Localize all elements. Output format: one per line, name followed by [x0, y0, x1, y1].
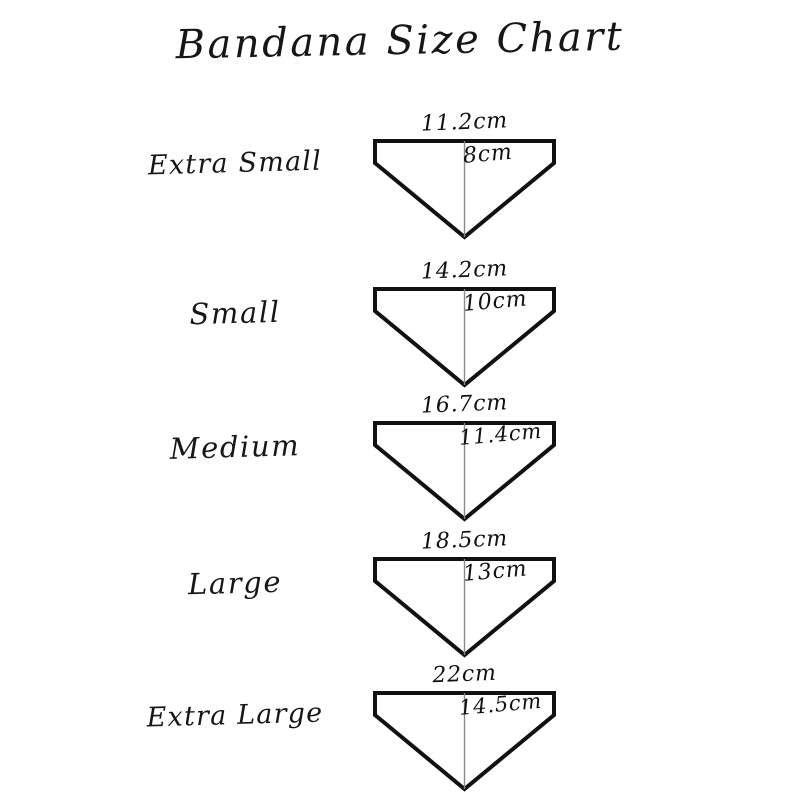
width-dimension-label: 11.2cm — [420, 108, 509, 137]
size-row-medium: Medium 16.7cm 11.4cm — [0, 382, 800, 522]
bandana-shape-icon — [372, 286, 557, 388]
bandana-diagram-medium: 16.7cm 11.4cm — [372, 390, 557, 522]
bandana-shape-icon — [372, 556, 557, 658]
size-label-medium: Medium — [169, 428, 301, 466]
bandana-shape-icon — [372, 690, 557, 792]
size-label-large: Large — [187, 564, 283, 602]
width-dimension-label: 22cm — [431, 660, 498, 689]
bandana-shape-icon — [372, 420, 557, 522]
width-dimension-label: 18.5cm — [420, 526, 509, 555]
height-dimension-label: 8cm — [462, 139, 514, 169]
size-row-large: Large 18.5cm 13cm — [0, 518, 800, 658]
bandana-diagram-extra-small: 11.2cm 8cm — [372, 108, 557, 240]
size-label-extra-small: Extra Small — [147, 145, 323, 182]
bandana-diagram-extra-large: 22cm 14.5cm — [372, 660, 557, 792]
size-row-small: Small 14.2cm 10cm — [0, 248, 800, 388]
size-row-extra-small: Extra Small 11.2cm 8cm — [0, 100, 800, 240]
bandana-diagram-large: 18.5cm 13cm — [372, 526, 557, 658]
bandana-diagram-small: 14.2cm 10cm — [372, 256, 557, 388]
bandana-shape-icon — [372, 138, 557, 240]
page-title: Bandana Size Chart — [175, 13, 625, 69]
size-label-extra-large: Extra Large — [146, 697, 324, 734]
size-label-small: Small — [188, 294, 282, 332]
width-dimension-label: 16.7cm — [420, 390, 509, 419]
size-row-extra-large: Extra Large 22cm 14.5cm — [0, 652, 800, 792]
width-dimension-label: 14.2cm — [420, 256, 509, 285]
